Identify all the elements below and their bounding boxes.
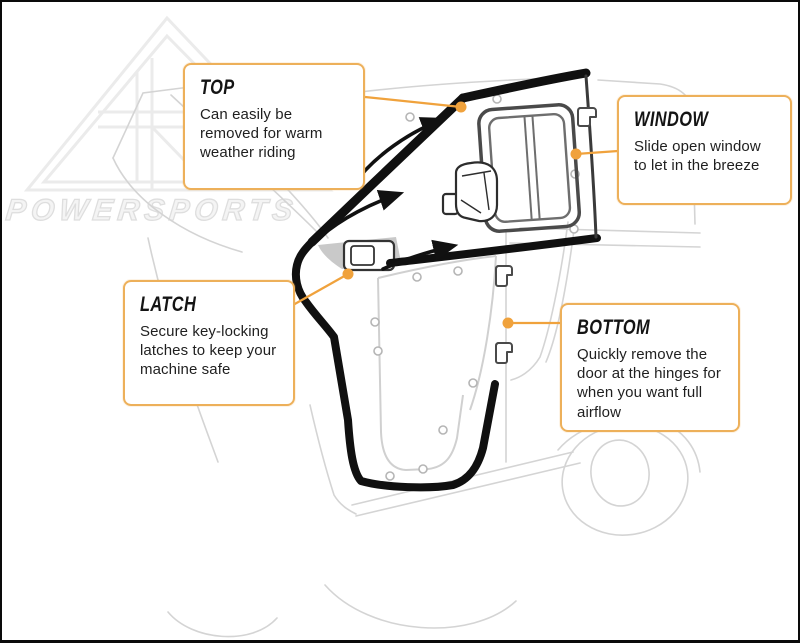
callout-latch: LATCH Secure key-locking latches to keep… bbox=[123, 280, 295, 406]
callout-bottom-title: BOTTOM bbox=[577, 316, 651, 339]
direction-arrow bbox=[381, 239, 459, 271]
callout-anchor-dot bbox=[502, 317, 514, 329]
hinge-brackets bbox=[495, 107, 597, 364]
callout-bottom: BOTTOM Quickly remove the door at the hi… bbox=[560, 303, 740, 432]
callout-latch-body: Secure key-locking latches to keep your … bbox=[140, 323, 277, 379]
callout-top-body: Can easily be removed for warm weather r… bbox=[200, 106, 323, 162]
callout-latch-title: LATCH bbox=[140, 293, 197, 316]
callout-window-body: Slide open window to let in the breeze bbox=[634, 138, 761, 175]
latch-area bbox=[318, 237, 401, 272]
callout-anchor-dot bbox=[570, 148, 582, 160]
direction-arrow bbox=[318, 190, 405, 239]
side-mirror bbox=[441, 161, 499, 223]
callout-window: WINDOW Slide open window to let in the b… bbox=[617, 95, 792, 205]
callout-top-title: TOP bbox=[200, 76, 235, 99]
callout-anchor-dot bbox=[342, 268, 354, 280]
callout-anchor-dot bbox=[455, 101, 467, 113]
callout-bottom-body: Quickly remove the door at the hinges fo… bbox=[577, 346, 721, 421]
door-inner-panel bbox=[377, 255, 497, 472]
callout-top: TOP Can easily be removed for warm weath… bbox=[183, 63, 365, 190]
door-outline bbox=[291, 68, 601, 492]
callout-window-title: WINDOW bbox=[634, 108, 709, 131]
callout-connectors bbox=[292, 95, 619, 329]
